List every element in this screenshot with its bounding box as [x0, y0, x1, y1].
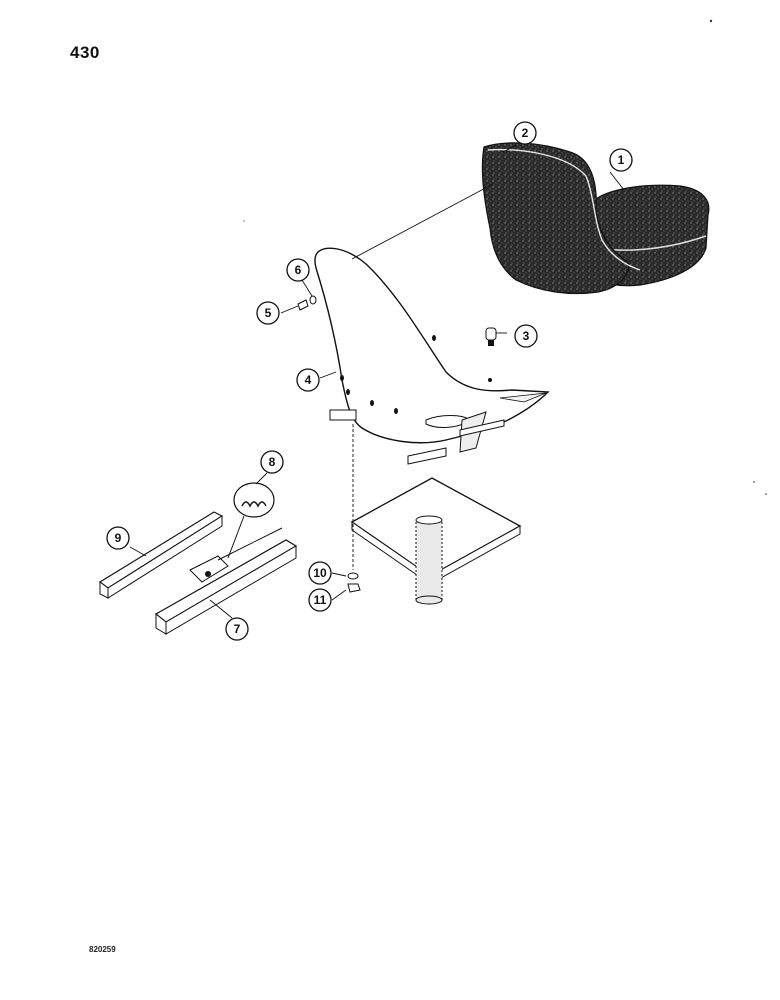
slide-rail-adjuster — [154, 527, 298, 635]
callout-5-circle — [256, 301, 280, 325]
figure-code: 820259 — [89, 945, 116, 954]
washer-6 — [309, 295, 317, 305]
callout-4-label: 4 — [305, 373, 312, 387]
callout-3-label: 3 — [523, 329, 530, 343]
callout-7-label: 7 — [234, 622, 241, 636]
callouts — [106, 121, 633, 641]
callout-2-label: 2 — [522, 126, 529, 140]
callout-labels: 1 2 3 4 5 6 7 8 9 10 11 — [115, 126, 625, 636]
callout-10-circle — [308, 561, 332, 585]
callout-6-circle — [286, 258, 310, 282]
callout-11-circle — [308, 588, 332, 612]
screw-3 — [485, 327, 497, 346]
callout-3-circle — [514, 324, 538, 348]
callout-9-label: 9 — [115, 531, 122, 545]
spring-detail — [227, 482, 275, 559]
callout-1-circle — [609, 148, 633, 172]
leader-lines — [129, 144, 625, 619]
callout-6-label: 6 — [295, 263, 302, 277]
callout-9-circle — [106, 526, 130, 550]
nut-11 — [347, 583, 361, 593]
callout-7-circle — [225, 617, 249, 641]
callout-4-circle — [296, 368, 320, 392]
callout-10-label: 10 — [313, 566, 327, 580]
callout-5-label: 5 — [265, 306, 272, 320]
seat-base — [350, 477, 522, 605]
washer-10 — [347, 572, 359, 580]
callout-1-label: 1 — [618, 153, 625, 167]
slide-rail-left — [98, 511, 224, 599]
callout-8-circle — [260, 450, 284, 474]
scan-specks — [243, 19, 767, 495]
bolt-5 — [297, 299, 309, 311]
backrest-cushion — [481, 142, 641, 295]
callout-2-circle — [513, 121, 537, 145]
callout-8-label: 8 — [269, 455, 276, 469]
page-number: 430 — [70, 43, 100, 62]
callout-11-label: 11 — [314, 593, 327, 607]
seat-pan — [314, 247, 550, 465]
